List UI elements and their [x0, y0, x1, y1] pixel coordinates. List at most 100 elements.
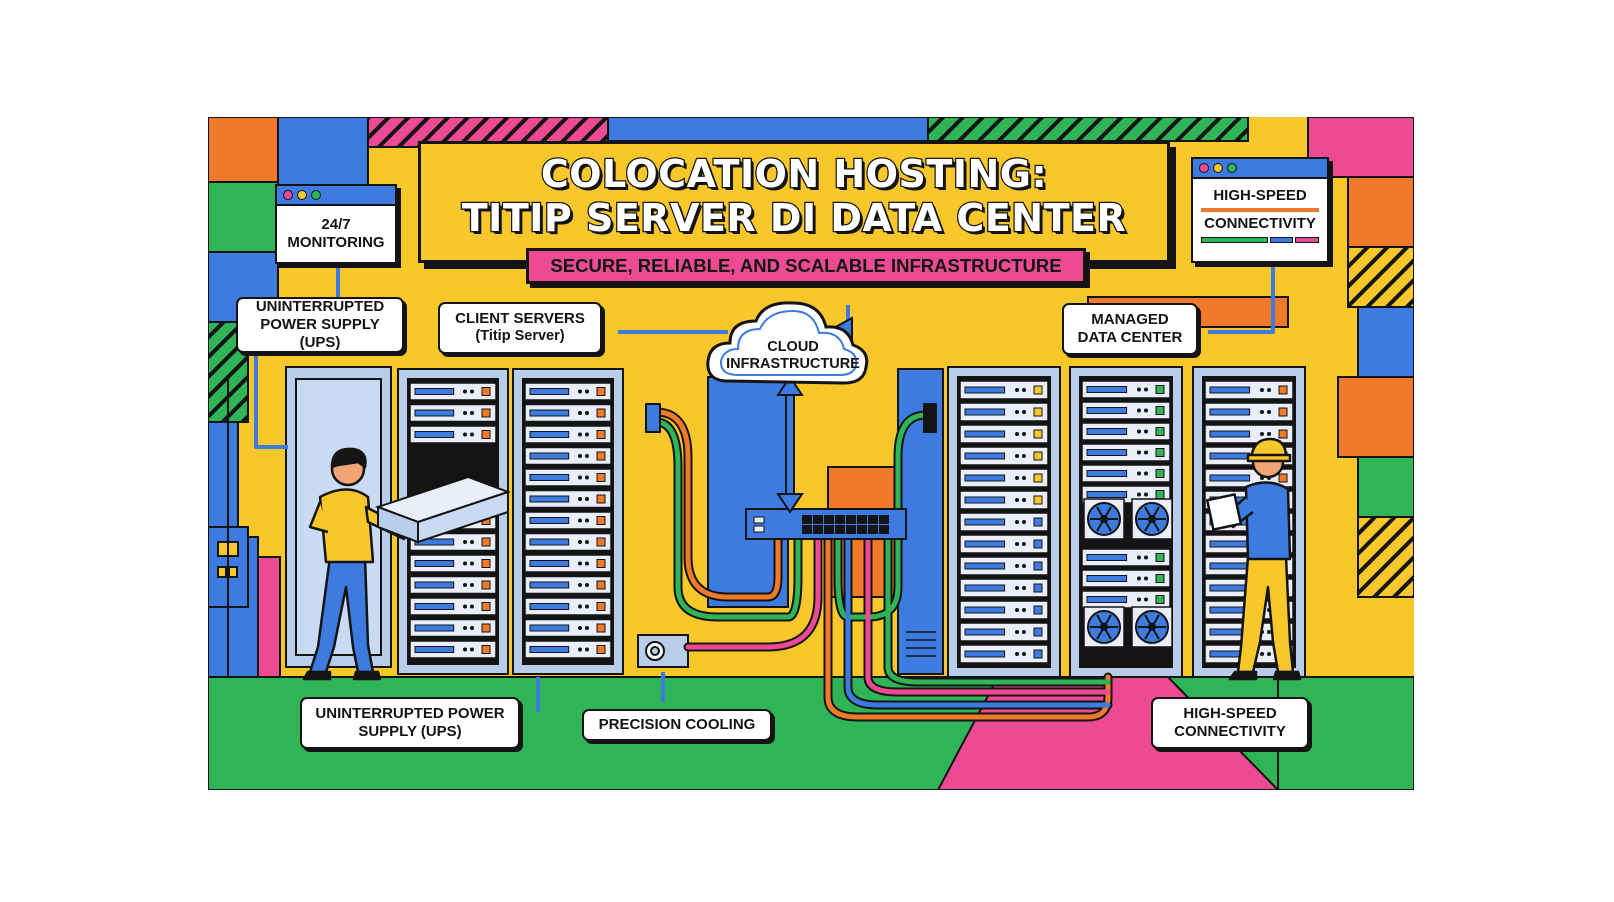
connectivity-window: HIGH-SPEED CONNECTIVITY — [1191, 157, 1329, 263]
connectivity-window-line-2: CONNECTIVITY — [1204, 215, 1316, 232]
precision-cooling-label: PRECISION COOLING — [582, 709, 772, 741]
fan — [1083, 498, 1125, 540]
switch-port — [835, 515, 845, 524]
client-servers-line-2: (Titip Server) — [475, 328, 565, 345]
server-unit — [524, 618, 612, 638]
ups-bottom-line-1: UNINTERRUPTED POWER — [315, 705, 505, 722]
illustration: COLOCATION HOSTING: TITIP SERVER DI DATA… — [208, 117, 1414, 790]
server-unit — [409, 554, 497, 573]
server-unit — [524, 554, 612, 573]
cloud-label: CLOUD INFRASTRUCTURE — [713, 339, 873, 374]
cloud-line-2: INFRASTRUCTURE — [726, 356, 860, 373]
server-unit — [1081, 590, 1171, 609]
server-unit — [524, 468, 612, 487]
server-unit — [1081, 401, 1171, 420]
server-unit — [524, 532, 612, 552]
client-servers-label: CLIENT SERVERS (Titip Server) — [438, 302, 602, 354]
cloud-shape — [706, 301, 869, 385]
server-unit — [524, 403, 612, 423]
server-unit — [959, 402, 1049, 422]
title-line-2: TITIP SERVER DI DATA CENTER — [461, 195, 1127, 242]
title-banner: COLOCATION HOSTING: TITIP SERVER DI DATA… — [418, 141, 1170, 263]
ups-top-line-2: POWER SUPPLY (UPS) — [260, 316, 380, 351]
switch-port — [879, 525, 889, 534]
switch-port — [802, 515, 812, 524]
server-unit — [959, 490, 1049, 510]
server-unit — [1204, 380, 1294, 400]
server-unit — [524, 382, 612, 401]
fan — [1131, 606, 1173, 648]
server-unit — [409, 618, 497, 638]
cooling-line-1: PRECISION COOLING — [598, 716, 756, 733]
network-switch — [745, 508, 907, 540]
cloud-line-1: CLOUD — [767, 339, 819, 355]
server-unit — [524, 597, 612, 616]
server-unit — [409, 403, 497, 423]
switch-port — [846, 525, 856, 534]
switch-port — [857, 525, 867, 534]
switch-port — [846, 515, 856, 524]
monitoring-line-2: MONITORING — [287, 234, 385, 251]
managed-dc-line-2: DATA CENTER — [1077, 329, 1183, 346]
illustration-artwork — [208, 117, 1414, 790]
switch-port — [868, 525, 878, 534]
server-unit — [409, 425, 497, 444]
switch-port — [857, 515, 867, 524]
fan — [1083, 606, 1125, 648]
managed-dc-line-1: MANAGED — [1091, 311, 1169, 328]
server-unit — [959, 578, 1049, 598]
title-line-1: COLOCATION HOSTING: — [540, 151, 1048, 198]
connectivity-window-line-1: HIGH-SPEED — [1213, 187, 1307, 204]
server-unit — [959, 644, 1049, 664]
switch-port — [824, 525, 834, 534]
subtitle-banner: SECURE, RELIABLE, AND SCALABLE INFRASTRU… — [526, 248, 1086, 284]
server-unit — [959, 468, 1049, 488]
divider-bar — [1201, 208, 1319, 212]
server-unit — [959, 446, 1049, 466]
server-unit — [959, 534, 1049, 554]
server-unit — [524, 489, 612, 509]
progress-bars — [1201, 237, 1319, 243]
switch-indicator — [753, 516, 765, 524]
server-being-inserted — [375, 475, 511, 544]
server-unit — [524, 446, 612, 466]
server-unit — [1081, 422, 1171, 441]
switch-port — [813, 515, 823, 524]
server-unit — [409, 382, 497, 401]
switch-port — [868, 515, 878, 524]
server-unit — [1204, 424, 1294, 444]
switch-indicator — [753, 525, 765, 533]
server-unit — [524, 425, 612, 444]
switch-port — [879, 515, 889, 524]
server-unit — [959, 512, 1049, 532]
server-units — [409, 380, 1294, 664]
switch-port — [835, 525, 845, 534]
managed-data-center-label: MANAGED DATA CENTER — [1062, 303, 1198, 355]
server-unit — [959, 424, 1049, 444]
ups-top-line-1: UNINTERRUPTED — [255, 298, 385, 315]
background-blocks — [208, 117, 1414, 678]
server-unit — [1081, 443, 1171, 462]
server-unit — [524, 575, 612, 595]
server-unit — [409, 640, 497, 659]
ups-label-bottom: UNINTERRUPTED POWER SUPPLY (UPS) — [300, 697, 520, 749]
server-unit — [959, 380, 1049, 400]
rack-fans — [1083, 498, 1173, 648]
server-unit — [1081, 380, 1171, 399]
server-unit — [524, 640, 612, 659]
server-unit — [1081, 569, 1171, 588]
technician-right — [1205, 437, 1302, 681]
server-unit — [1081, 464, 1171, 483]
server-unit — [959, 556, 1049, 576]
monitoring-line-1: 24/7 — [321, 216, 351, 233]
monitoring-window: 24/7 MONITORING — [275, 184, 397, 264]
server-unit — [959, 600, 1049, 620]
ups-label-top: UNINTERRUPTED POWER SUPPLY (UPS) — [236, 297, 404, 353]
window-titlebar — [1193, 159, 1327, 179]
switch-port — [813, 525, 823, 534]
server-unit — [409, 575, 497, 595]
server-unit — [1204, 402, 1294, 422]
server-unit — [1081, 548, 1171, 567]
window-titlebar — [277, 186, 395, 206]
connectivity-label-bottom: HIGH-SPEED CONNECTIVITY — [1151, 697, 1309, 749]
